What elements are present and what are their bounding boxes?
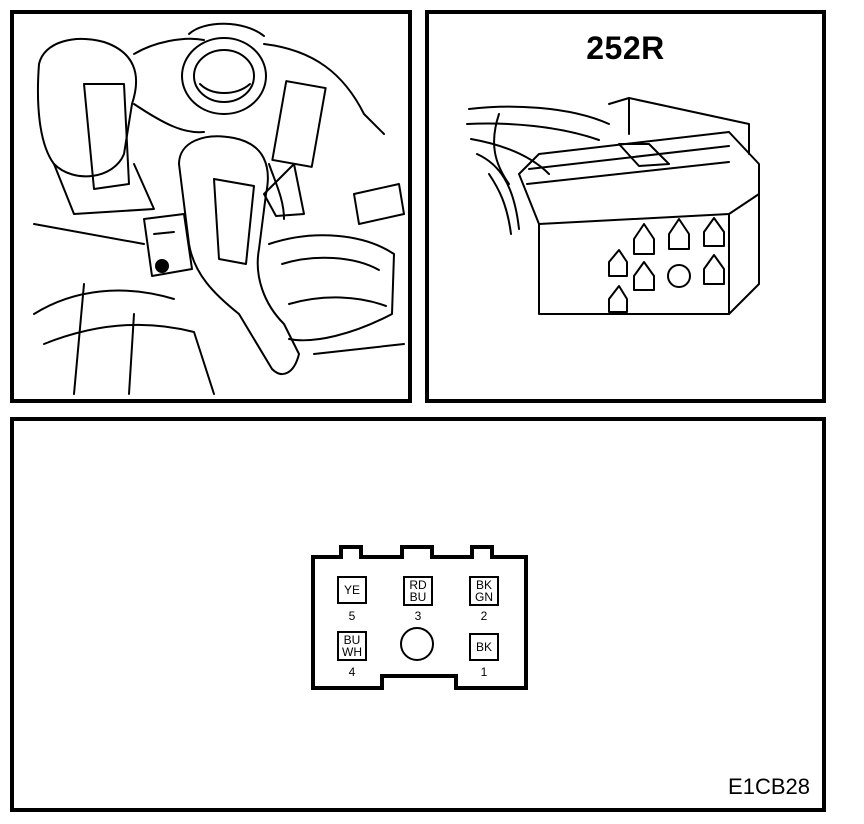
pin-1-number: 1 bbox=[480, 665, 488, 679]
pin-4-number: 4 bbox=[348, 665, 356, 679]
pin-5-number: 5 bbox=[348, 609, 356, 623]
seat-location-panel bbox=[10, 10, 412, 403]
pin-4-color-line2: WH bbox=[342, 645, 362, 659]
pin-3-color-line1: RD bbox=[409, 578, 427, 592]
pin-1-color-line1: BK bbox=[475, 640, 492, 654]
pin-5-color-box: YE bbox=[337, 576, 367, 604]
pin-3-color-line2: BU bbox=[409, 590, 427, 604]
connector-illustration-panel: 252R bbox=[425, 10, 826, 403]
pin-5-color-line1: YE bbox=[343, 583, 360, 597]
pin-4-color-line1: BU bbox=[343, 633, 361, 647]
pin-4-color-box: BU WH bbox=[337, 631, 367, 661]
pin-1-color-box: BK bbox=[469, 633, 499, 661]
connector-name-label: 252R bbox=[586, 30, 665, 66]
pin-2-color-line1: BK bbox=[475, 578, 492, 592]
pin-3-number: 3 bbox=[414, 609, 422, 623]
connector-pinout-panel: YE 5 RD BU 3 BK GN 2 BU WH 4 BK 1 E1CB28 bbox=[10, 417, 826, 812]
connector-face-outline bbox=[311, 545, 528, 690]
pin-2-color-box: BK GN bbox=[469, 576, 499, 606]
seat-location-illustration bbox=[33, 22, 405, 395]
pin-3-color-box: RD BU bbox=[403, 576, 433, 606]
pin-2-number: 2 bbox=[480, 609, 488, 623]
pin-2-color-line2: GN bbox=[475, 590, 493, 604]
figure-reference-code: E1CB28 bbox=[728, 774, 810, 799]
connector-perspective-illustration bbox=[466, 97, 760, 315]
